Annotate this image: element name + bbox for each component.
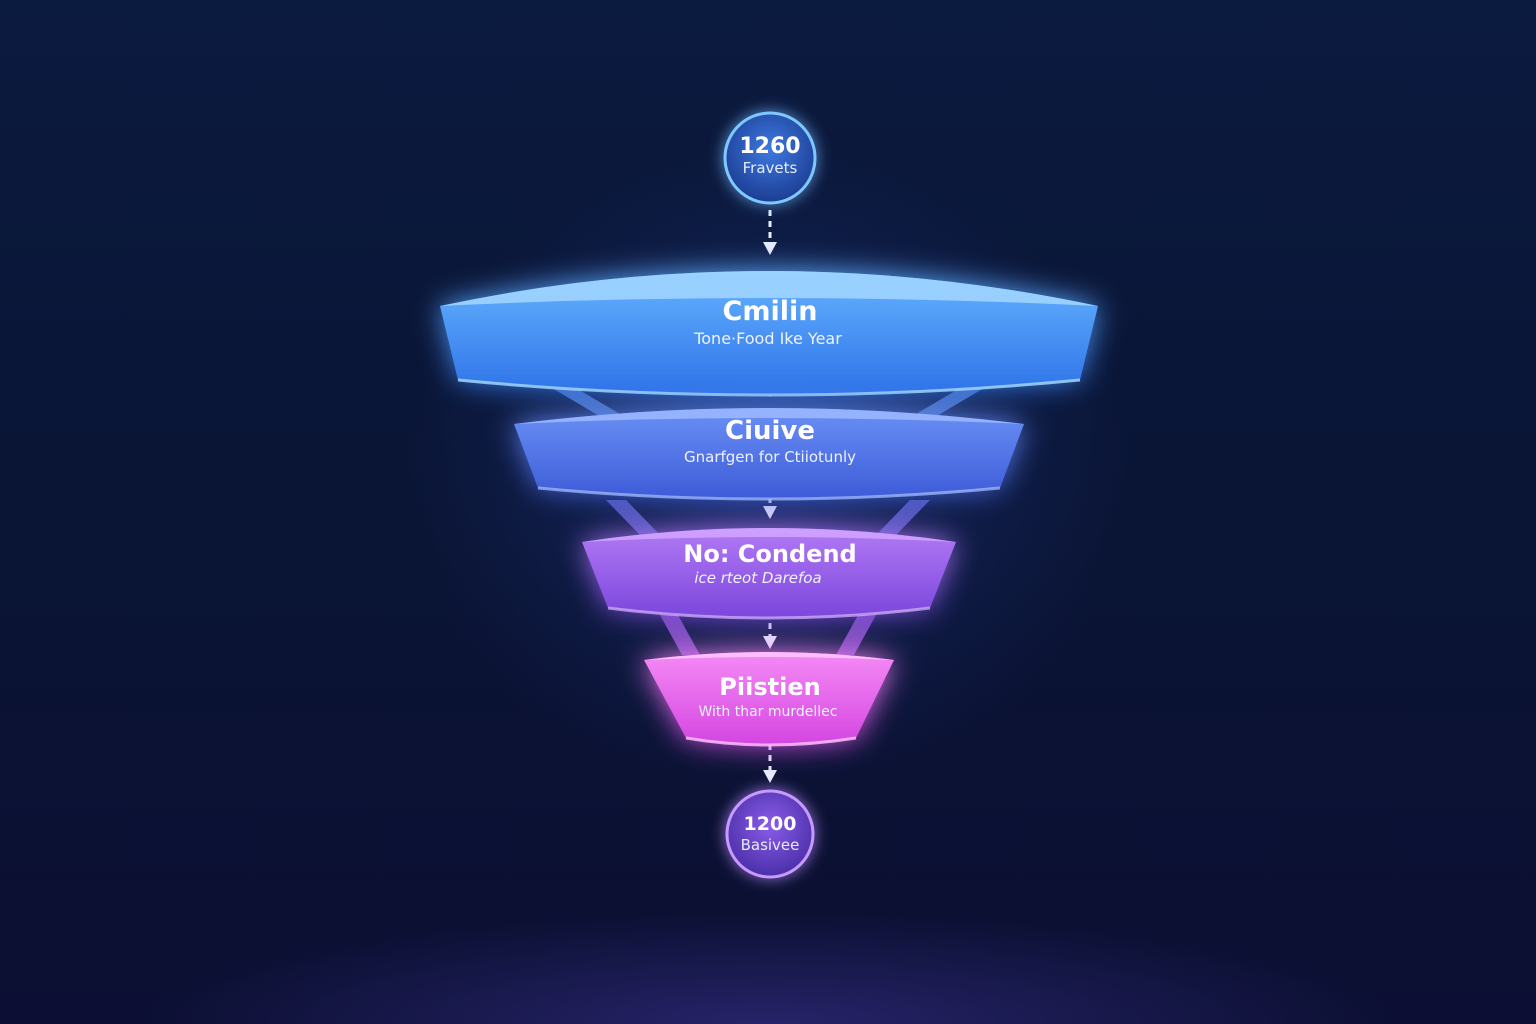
top-node-value: 1260 bbox=[739, 134, 800, 159]
funnel-struts bbox=[552, 388, 984, 655]
arrow-node-to-stage-1 bbox=[763, 210, 777, 255]
bottom-node-label: Basivee bbox=[741, 836, 800, 854]
funnel-stage-1 bbox=[440, 271, 1098, 397]
funnel-stage-4 bbox=[644, 652, 894, 747]
funnel-stage-2 bbox=[514, 408, 1024, 501]
stage-4-title: Piistien bbox=[719, 673, 820, 701]
stage-3-title: No: Condend bbox=[683, 540, 856, 568]
stage-1-subtitle: Tone·Food Ike Year bbox=[693, 329, 842, 348]
top-node bbox=[723, 111, 817, 205]
stage-3-subtitle: ice rteot Darefoa bbox=[694, 569, 821, 587]
arrow-stage-4-to-node bbox=[763, 744, 777, 783]
top-node-label: Fravets bbox=[743, 159, 798, 177]
funnel-stage-3 bbox=[582, 528, 956, 620]
stage-2-title: Ciuive bbox=[725, 416, 815, 446]
stage-2-subtitle: Gnarfgen for Ctiiotunly bbox=[684, 448, 856, 466]
stage-1-title: Cmilin bbox=[723, 296, 818, 327]
bottom-node bbox=[725, 789, 815, 879]
stage-4-subtitle: With thar murdellec bbox=[699, 704, 838, 720]
bottom-node-value: 1200 bbox=[744, 813, 797, 835]
